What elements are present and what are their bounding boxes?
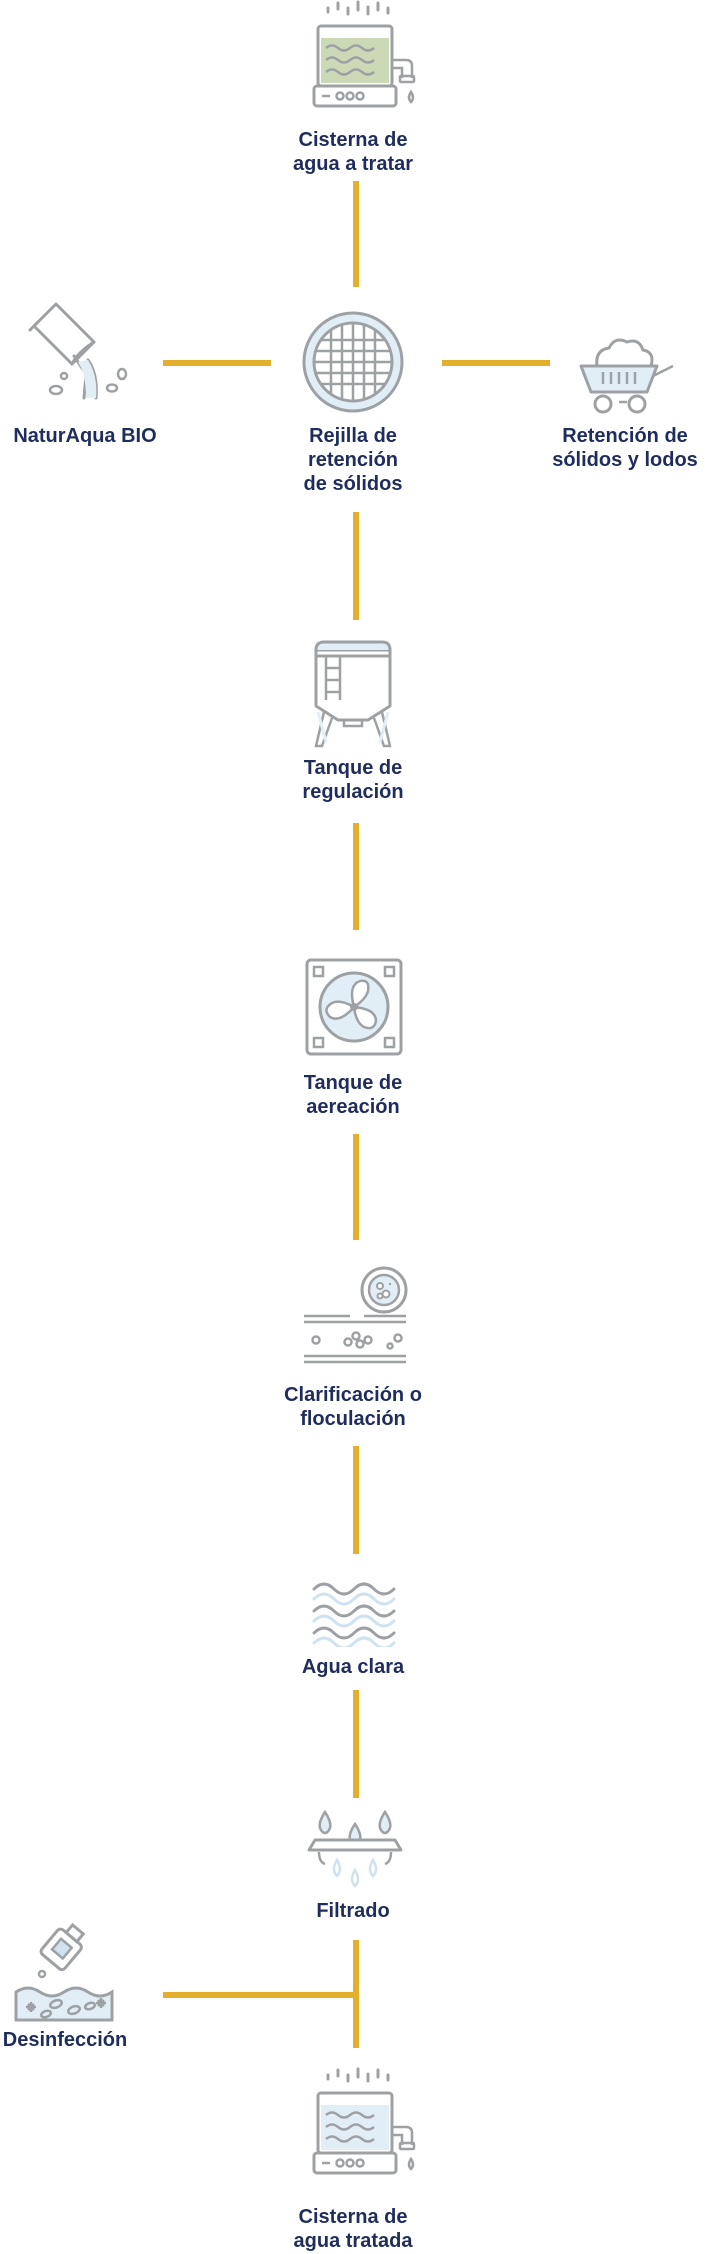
node-cisterna-agua-tratada: Cisterna de agua tratada [0, 2065, 705, 2254]
node-label: Retención de sólidos y lodos [552, 425, 698, 471]
grate-icon [302, 311, 404, 413]
node-naturaqua-bio: NaturAqua BIO [0, 300, 170, 460]
node-label: Tanque de aereación [303, 1072, 403, 1118]
connector-aguaclara-filtrado [353, 1690, 359, 1798]
node-tanque-regulacion: Tanque de regulación [0, 630, 705, 810]
node-clarificacion: Clarificación o floculación [0, 1255, 705, 1435]
node-rejilla: Rejilla de retención de sólidos [0, 300, 705, 510]
node-agua-clara: Agua clara [0, 1565, 705, 1685]
node-label: Cisterna de agua tratada [293, 2206, 413, 2252]
node-label: Tanque de regulación [302, 757, 404, 803]
connector-naturaqua-rejilla [163, 360, 271, 366]
filter-drops-icon [307, 1810, 403, 1888]
node-label: Filtrado [316, 1900, 390, 1922]
wheelbarrow-icon [579, 338, 674, 414]
connector-desinfeccion [163, 1992, 356, 1998]
node-label: Clarificación o floculación [284, 1384, 422, 1430]
connector-clarificacion-aguaclara [353, 1446, 359, 1554]
sediment-icon [304, 1266, 408, 1364]
connector-aereacion-clarificacion [353, 1134, 359, 1240]
node-tanque-aereacion: Tanque de aereación [0, 945, 705, 1125]
node-label: Agua clara [301, 1656, 405, 1678]
node-label: Rejilla de retención de sólidos [303, 425, 403, 495]
connector-rejilla-retencion [442, 360, 550, 366]
node-label: Desinfección [2, 2029, 128, 2051]
node-filtrado: Filtrado [0, 1805, 705, 1935]
node-label: NaturAqua BIO [13, 425, 157, 447]
pouring-bucket-icon [28, 302, 128, 400]
water-tank-icon [312, 0, 416, 108]
node-label: Cisterna de agua a tratar [292, 129, 414, 175]
connector-regulacion-aereacion [353, 823, 359, 930]
node-retencion-solidos: Retención de sólidos y lodos [545, 300, 705, 480]
connector-rejilla-regulacion [353, 512, 359, 620]
node-desinfeccion: Desinfección [0, 1920, 150, 2060]
waves-icon [312, 1582, 396, 1647]
silo-tank-icon [314, 640, 392, 748]
node-cisterna-agua-a-tratar: Cisterna de agua a tratar [0, 0, 705, 180]
water-tank-icon [312, 2067, 416, 2175]
fan-icon [305, 958, 403, 1056]
connector-cisterna-rejilla [353, 181, 359, 287]
disinfection-icon [14, 1922, 114, 2022]
connector-filtrado-cisterna [353, 1940, 359, 2048]
